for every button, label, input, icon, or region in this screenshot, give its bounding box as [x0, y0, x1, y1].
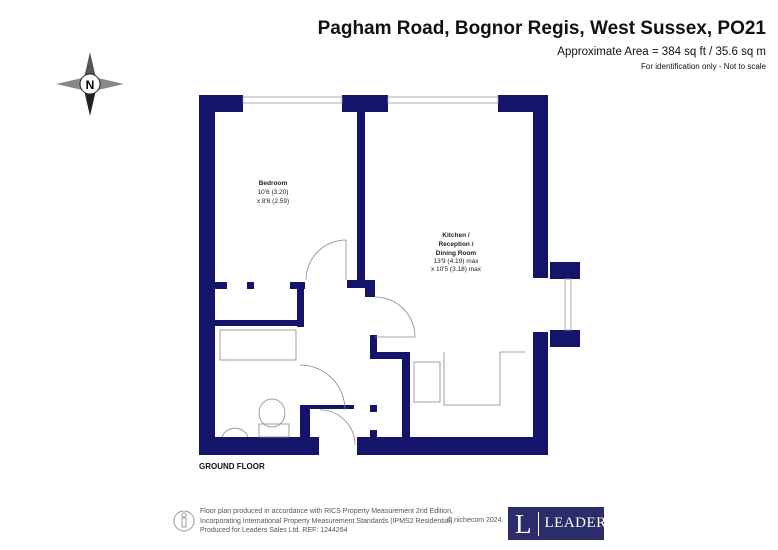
bedroom-dim1: 10'6 (3.20): [258, 189, 289, 196]
kitchen-label-3: Dining Room: [436, 250, 477, 257]
basin-icon: [221, 427, 249, 438]
bath-icon: [219, 329, 297, 361]
door-swings: [219, 239, 525, 446]
leaders-logo: L LEADERS: [508, 507, 615, 540]
logo-word: LEADERS: [544, 515, 616, 531]
floor-label: GROUND FLOOR: [199, 462, 265, 471]
scale-note: For identification only - Not to scale: [641, 62, 766, 71]
property-address: Pagham Road, Bognor Regis, West Sussex, …: [317, 18, 766, 39]
kitchen-label-2: Reception /: [438, 241, 473, 248]
walls: [199, 95, 580, 455]
kitchen-dim1: 13'9 (4.19) max: [434, 258, 480, 265]
footer-line-3: Produced for Leaders Sales Ltd. REF: 124…: [200, 527, 348, 534]
kitchen-dim2: x 10'5 (3.18) max: [431, 266, 482, 273]
compass-icon: N: [56, 52, 124, 116]
footer-line-2: Incorporating International Property Mea…: [200, 517, 455, 525]
logo-letter: L: [508, 510, 539, 537]
toilet-icon: [258, 398, 286, 428]
kitchen-label-1: Kitchen /: [442, 232, 470, 239]
copyright: © nichecom 2024.: [447, 517, 504, 524]
certification-icon: [173, 510, 195, 532]
footer-line-1: Floor plan produced in accordance with R…: [200, 508, 453, 515]
compass-north-label: N: [86, 78, 95, 92]
windows: [242, 96, 572, 331]
sink-icon: [413, 361, 441, 403]
room-labels: Bedroom 10'6 (3.20) x 8'6 (2.59) Kitchen…: [257, 180, 482, 273]
bedroom-dim2: x 8'6 (2.59): [257, 198, 289, 205]
approximate-area: Approximate Area = 384 sq ft / 35.6 sq m: [557, 46, 766, 58]
footer-text: Floor plan produced in accordance with R…: [200, 507, 454, 536]
bedroom-label: Bedroom: [259, 180, 288, 187]
